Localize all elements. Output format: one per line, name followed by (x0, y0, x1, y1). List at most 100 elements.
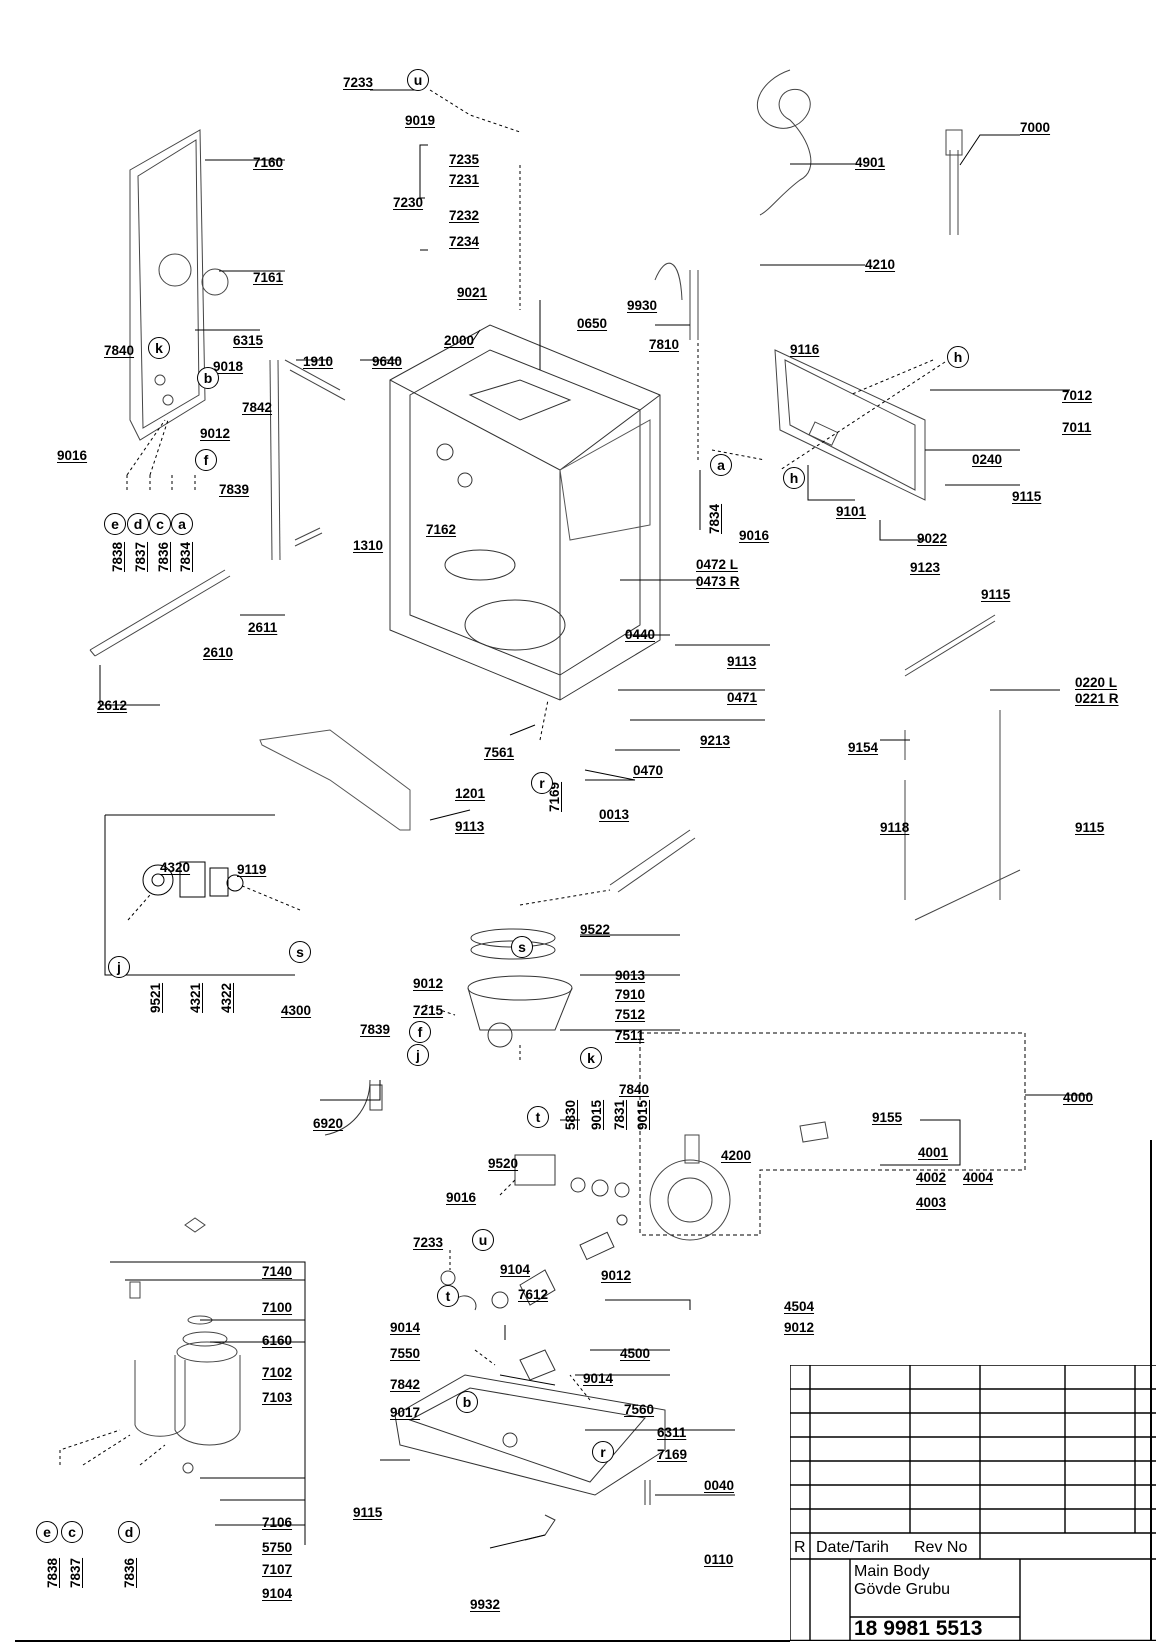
part-number-4500: 4500 (620, 1346, 651, 1361)
part-number-9155: 9155 (872, 1110, 903, 1125)
part-number-9930: 9930 (627, 298, 658, 313)
part-number-9016b: 9016 (739, 528, 770, 543)
part-number-7162: 7162 (426, 522, 457, 537)
part-number-7230: 7230 (393, 195, 424, 210)
tub-drawing (389, 324, 661, 701)
part-number-0650: 0650 (577, 316, 608, 331)
part-number-9520: 9520 (488, 1156, 519, 1171)
vertical-part-number-7834: 7834 (707, 503, 722, 534)
part-number-7161: 7161 (253, 270, 284, 285)
part-number-9118: 9118 (880, 820, 910, 835)
part-number-7840b: 7840 (619, 1082, 650, 1097)
part-number-9115d: 9115 (353, 1505, 383, 1520)
part-number-7810: 7810 (649, 337, 680, 352)
part-number-7103: 7103 (262, 1390, 293, 1405)
part-number-7233a: 7233 (343, 75, 374, 90)
part-number-4001: 4001 (918, 1145, 949, 1160)
part-number-9014b: 9014 (583, 1371, 614, 1386)
part-number-7100: 7100 (262, 1300, 293, 1315)
part-number-5750: 5750 (262, 1540, 293, 1555)
part-number-9012c: 9012 (601, 1268, 632, 1283)
part-number-7012: 7012 (1062, 388, 1093, 403)
vertical-part-number-4321: 4321 (188, 982, 203, 1013)
part-number-9113b: 9113 (455, 819, 485, 834)
part-number-2611: 2611 (248, 620, 278, 635)
part-number-7233b: 7233 (413, 1235, 444, 1250)
callout-f: f (409, 1021, 431, 1043)
part-number-2000: 2000 (444, 333, 475, 348)
part-number-0473: 0473 R (696, 574, 740, 589)
part-number-9119: 9119 (237, 862, 267, 877)
part-number-9115b: 9115 (981, 587, 1011, 602)
date-label: Date/Tarih (816, 1539, 889, 1556)
vertical-part-number-7837: 7837 (68, 1557, 83, 1588)
vertical-part-number-7838: 7838 (110, 541, 125, 572)
part-number-7235: 7235 (449, 152, 480, 167)
revision-r-label: R (794, 1539, 806, 1556)
door-strips-drawing (89, 359, 346, 657)
title-block-grid (789, 1364, 1156, 1643)
part-number-9019: 9019 (405, 113, 436, 128)
callout-u: u (472, 1229, 494, 1251)
vertical-part-number-4322: 4322 (219, 982, 234, 1013)
callout-a: a (710, 454, 732, 476)
side-panel-drawing (129, 129, 229, 441)
part-number-9101: 9101 (836, 504, 867, 519)
part-number-0220: 0220 L (1075, 675, 1118, 690)
part-number-7102: 7102 (262, 1365, 293, 1380)
salt-container-drawing (129, 1217, 241, 1474)
part-number-9022: 9022 (917, 531, 948, 546)
part-number-7234: 7234 (449, 234, 480, 249)
part-number-0221: 0221 R (1075, 691, 1119, 706)
part-number-4200: 4200 (721, 1148, 752, 1163)
part-number-4300: 4300 (281, 1003, 312, 1018)
title-turkish: Gövde Grubu (854, 1581, 951, 1598)
part-number-9012d: 9012 (784, 1320, 815, 1335)
leader-lines (99, 89, 1090, 1549)
vertical-part-number-7838: 7838 (45, 1557, 60, 1588)
part-number-7840a: 7840 (104, 343, 135, 358)
part-number-9021: 9021 (457, 285, 488, 300)
part-number-6920: 6920 (313, 1116, 344, 1131)
part-number-6160: 6160 (262, 1333, 293, 1348)
base-tray-drawing (394, 1349, 666, 1541)
part-number-7839a: 7839 (219, 482, 250, 497)
hose-drawing (609, 69, 963, 893)
vertical-part-number-9521: 9521 (148, 982, 163, 1013)
callout-d: d (118, 1521, 140, 1543)
part-number-9640: 9640 (372, 354, 403, 369)
plinth-drawing (259, 729, 411, 831)
part-number-9104b: 9104 (262, 1586, 293, 1601)
part-number-7169a: 7169 (657, 1447, 688, 1462)
vertical-part-number-7836: 7836 (122, 1557, 137, 1588)
part-number-7232: 7232 (449, 208, 480, 223)
part-number-9123: 9123 (910, 560, 941, 575)
part-number-9013: 9013 (615, 968, 646, 983)
vertical-part-number-5830: 5830 (563, 1099, 578, 1130)
part-number-1910: 1910 (303, 354, 334, 369)
callout-r: r (592, 1441, 614, 1463)
vertical-part-number-9015: 9015 (635, 1099, 650, 1130)
callout-routes (59, 89, 946, 1466)
part-number-4000: 4000 (1063, 1090, 1094, 1105)
callout-c: c (149, 513, 171, 535)
part-number-7839b: 7839 (360, 1022, 391, 1037)
callout-k: k (148, 337, 170, 359)
vertical-part-number-7837: 7837 (133, 541, 148, 572)
callout-t: t (437, 1285, 459, 1307)
callout-s: s (511, 936, 533, 958)
part-number-7910: 7910 (615, 987, 646, 1002)
title-english: Main Body (854, 1563, 930, 1580)
part-number-4002: 4002 (916, 1170, 947, 1185)
part-number-0471: 0471 (727, 690, 758, 705)
vertical-part-number-7834: 7834 (178, 541, 193, 572)
part-number-4003: 4003 (916, 1195, 947, 1210)
part-number-0440: 0440 (625, 627, 656, 642)
part-number-7511: 7511 (615, 1028, 645, 1043)
part-number-7215: 7215 (413, 1003, 444, 1018)
callout-k: k (580, 1047, 602, 1069)
part-number-7140: 7140 (262, 1264, 293, 1279)
callout-u: u (407, 69, 429, 91)
part-number-9014a: 9014 (390, 1320, 421, 1335)
part-number-4320: 4320 (160, 860, 191, 875)
